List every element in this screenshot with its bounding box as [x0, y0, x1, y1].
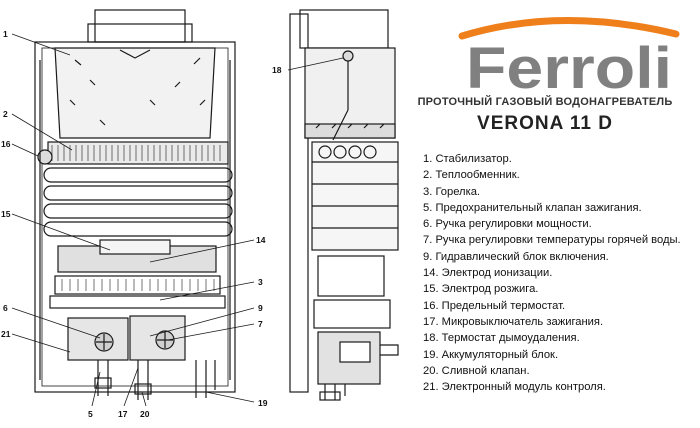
callout-17: 17 [118, 409, 128, 419]
legend-item: 14. Электрод ионизации. [423, 267, 553, 280]
ferroli-logo: Ferroli [458, 16, 680, 94]
callout-16: 16 [1, 139, 11, 149]
legend-item: 20. Сливной клапан. [423, 364, 530, 377]
product-subtitle: ПРОТОЧНЫЙ ГАЗОВЫЙ ВОДОНАГРЕВАТЕЛЬ [417, 96, 673, 108]
legend-item: 6. Ручка регулировки мощности. [423, 218, 592, 231]
callout-19: 19 [258, 398, 268, 408]
legend-item: 16. Предельный термостат. [423, 299, 566, 312]
model-name: VERONA 11 D [477, 113, 613, 134]
callout-18: 18 [272, 65, 282, 75]
legend-item: 15. Электрод розжига. [423, 283, 539, 296]
legend-item: 7. Ручка регулировки температуры горячей… [423, 234, 681, 247]
callout-7: 7 [258, 319, 263, 329]
callout-14: 14 [256, 235, 266, 245]
legend-item: 21. Электронный модуль контроля. [423, 381, 606, 394]
legend-item: 1. Стабилизатор. [423, 153, 512, 165]
legend-item: 9. Гидравлический блок включения. [423, 250, 609, 263]
legend-item: 2. Теплообменник. [423, 169, 520, 182]
legend-item: 17. Микровыключатель зажигания. [423, 315, 604, 328]
callout-9: 9 [258, 303, 263, 313]
callout-1: 1 [3, 29, 8, 39]
callout-3: 3 [258, 277, 263, 287]
leader-lines [11, 33, 344, 407]
legend-item: 3. Горелка. [423, 185, 481, 198]
callout-21: 21 [1, 329, 11, 339]
callout-2: 2 [3, 109, 8, 119]
legend-item: 5. Предохранительный клапан зажигания. [423, 201, 642, 214]
side-view [289, 9, 399, 401]
callout-6: 6 [3, 303, 8, 313]
callout-20: 20 [140, 409, 150, 419]
legend-item: 19. Аккумуляторный блок. [423, 348, 559, 361]
callout-5: 5 [88, 409, 93, 419]
parts-legend: 1. Стабилизатор. 2. Теплообменник. 3. Го… [423, 151, 681, 395]
brand-name: Ferroli [466, 36, 672, 94]
callout-15: 15 [1, 209, 11, 219]
legend-item: 18. Термостат дымоудаления. [423, 332, 580, 345]
front-view [34, 9, 236, 400]
callout-labels: 1 2 16 15 14 3 6 9 7 21 5 17 20 19 18 [1, 29, 282, 419]
